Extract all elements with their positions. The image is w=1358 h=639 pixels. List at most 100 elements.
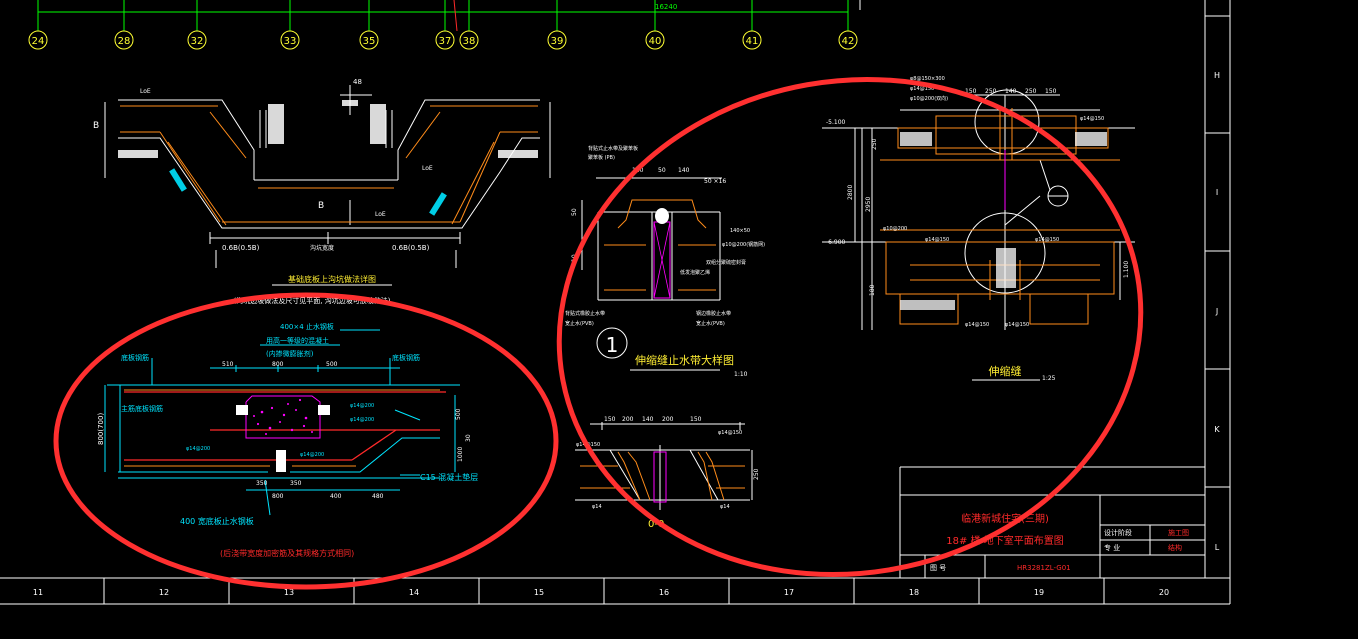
- frame-column-label: 14: [409, 588, 419, 597]
- waterstop-dim-top-2: 50: [658, 167, 666, 174]
- postpour-dim-500v: 500: [455, 408, 462, 420]
- frame-column-label: 13: [284, 588, 294, 597]
- postpour-rebar-2: φ14@200: [350, 403, 374, 409]
- grid-axis-label: 38: [463, 36, 476, 47]
- frame-column-label: 16: [659, 588, 669, 597]
- section-rebar-r: φ14@150: [718, 430, 742, 436]
- postpour-dim-350a: 350: [256, 480, 268, 487]
- grid-axis-bubble: [114, 30, 134, 50]
- postpour-left-side: 主筋底板钢筋: [121, 404, 163, 413]
- section-dim-top-4: 200: [662, 416, 674, 423]
- drawing-no-label: 图 号: [930, 564, 946, 572]
- grid-axis-label: 40: [649, 36, 662, 47]
- postpour-dim-480: 480: [372, 493, 384, 500]
- expansion-dim-bottom-1: φ14@150: [965, 322, 989, 328]
- grid-axis-bubble: [28, 30, 48, 50]
- waterstop-dim-50v: 50: [571, 208, 578, 216]
- waterstop-dim-top-3: 140: [678, 167, 690, 174]
- frame-column-label: 11: [33, 588, 43, 597]
- postpour-dim-1000v: 1000: [457, 447, 464, 462]
- annotation-ellipse-left: [53, 292, 559, 590]
- trench-dim-right: 0.6B(0.5B): [392, 244, 430, 252]
- section-rebar-r2: φ14: [720, 504, 730, 510]
- grid-axis-bubble: [547, 30, 567, 50]
- expansion-rebar-2: φ14@150: [1035, 237, 1059, 243]
- grid-axis-label: 33: [284, 36, 297, 47]
- section-title: 0-0: [648, 519, 664, 530]
- grid-axis-label: 37: [439, 36, 452, 47]
- waterstop-note-br1: 钢边橡胶止水带: [696, 310, 731, 317]
- expansion-dim-2950: 2950: [865, 197, 872, 212]
- postpour-waterstop: 400 宽底板止水钢板: [180, 516, 254, 526]
- postpour-height: 800(700): [97, 413, 105, 445]
- waterstop-note-bl2: 宽止水(PVB): [565, 320, 594, 327]
- postpour-dim-500: 500: [326, 361, 338, 368]
- trench-subtitle: (沟坑边坡做法及尺寸见平面, 沟坑边坡可放坡做法): [234, 296, 391, 305]
- postpour-dim-510: 510: [222, 361, 234, 368]
- expansion-note-top3: φ10@200(双向): [910, 95, 948, 102]
- project-name: 临港新城住宅(三期): [961, 512, 1049, 525]
- frame-row-label: L: [1215, 543, 1220, 552]
- grid-axis-bubble: [645, 30, 665, 50]
- trench-label-b-mid: B: [318, 201, 324, 211]
- trench-label-48: 48: [353, 78, 362, 86]
- frame-column-label: 12: [159, 588, 169, 597]
- grid-axis-bubble: [187, 30, 207, 50]
- grid-axis-label: 28: [118, 36, 131, 47]
- stage-label: 设计阶段: [1104, 528, 1132, 537]
- waterstop-note-r1: 低发泡聚乙烯: [680, 269, 710, 276]
- expansion-dim-bottom-2: φ14@150: [1005, 322, 1029, 328]
- section-dim-top-5: 150: [690, 416, 702, 423]
- expansion-dim-top-3: 140: [1005, 88, 1017, 95]
- postpour-rebar-1: φ14@200: [186, 446, 210, 452]
- trench-label-loe-3: LoE: [375, 211, 386, 218]
- frame-row-label: J: [1215, 307, 1218, 316]
- expansion-rebar-3: φ10@200: [883, 226, 907, 232]
- waterstop-note-bl1: 背贴式橡胶止水带: [565, 310, 605, 317]
- grid-axis-label: 42: [842, 36, 855, 47]
- grid-axis-label: 32: [191, 36, 204, 47]
- expansion-dim-top-2: 250: [985, 88, 997, 95]
- drawing-frame: [0, 0, 1231, 605]
- postpour-cushion: C15 混凝土垫层: [420, 472, 478, 482]
- detail-trench: B B LoE LoE LoE 48 0.6B(0.5B) 沟坑宽度 0.6B(…: [93, 78, 551, 305]
- postpour-dim-400: 400: [330, 493, 342, 500]
- waterstop-note-l1: 背贴式止水带及聚苯板: [588, 145, 638, 152]
- frame-row-label: K: [1214, 425, 1220, 434]
- frame-row-label: I: [1216, 188, 1218, 197]
- expansion-dim-250: 250: [871, 138, 878, 150]
- expansion-dim-180: 180: [869, 284, 876, 296]
- expansion-elev-1: -5.100: [826, 119, 846, 126]
- expansion-scale: 1:25: [1042, 375, 1056, 382]
- grid-axis-label: 41: [746, 36, 759, 47]
- grid-axis-label: 39: [551, 36, 564, 47]
- grid-axis-bubble: [459, 30, 479, 50]
- drawing-name: 18# 楼 地下室平面布置图: [946, 534, 1063, 547]
- trench-title: 基础底板上沟坑做法详图: [288, 274, 376, 284]
- postpour-rebar-3: φ14@200: [300, 452, 324, 458]
- section-dim-top-1: 150: [604, 416, 616, 423]
- frame-column-label: 19: [1034, 588, 1044, 597]
- stage-value: 施工图: [1168, 528, 1189, 537]
- grid-dimension-total: 16240: [655, 3, 677, 11]
- frame-column-label: 18: [909, 588, 919, 597]
- frame-column-label: 15: [534, 588, 544, 597]
- expansion-rebar-1: φ14@150: [925, 237, 949, 243]
- expansion-note-top1: φ8@150×300: [910, 76, 945, 82]
- waterstop-title: 伸缩缝止水带大样图: [635, 353, 734, 367]
- waterstop-dim-140-50: 140×50: [730, 228, 750, 234]
- discipline-label: 专 业: [1104, 543, 1120, 552]
- waterstop-note-l2: 聚苯板 (PB): [588, 154, 615, 161]
- expansion-dim-1100: 1.100: [1123, 261, 1130, 278]
- section-dim-250: 250: [753, 468, 760, 480]
- postpour-dim-350b: 350: [290, 480, 302, 487]
- frame-column-label: 17: [784, 588, 794, 597]
- detail-expansion-joint: 伸缩缝 1:25 150 250 140 250 150 -5.100 -6.9…: [822, 76, 1135, 382]
- postpour-note-red: (后浇带宽度加密筋及其规格方式相同): [220, 548, 354, 558]
- section-dim-top-3: 140: [642, 416, 654, 423]
- grid-axis-label: 24: [32, 36, 45, 47]
